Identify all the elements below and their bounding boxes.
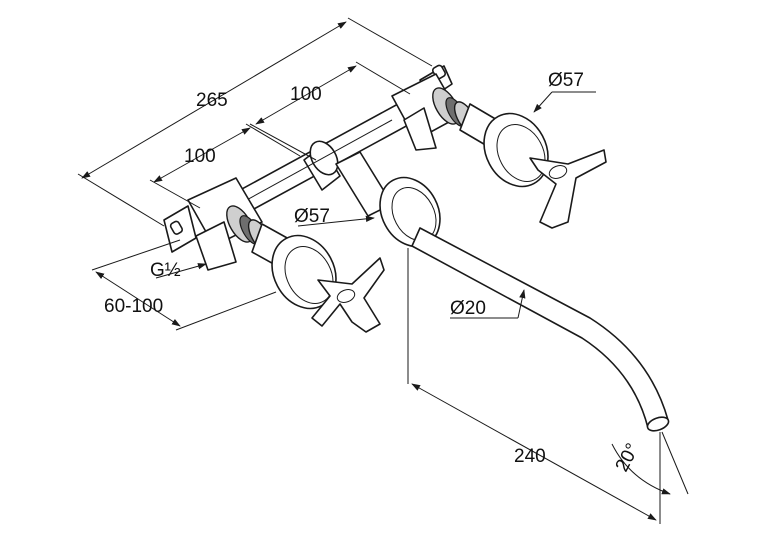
label-spacing-left: 100 [184,146,216,167]
dimension-lines [77,17,689,524]
label-overall-width: 265 [196,90,228,111]
label-spout-diameter: Ø20 [450,298,486,319]
label-wall-depth: 60-100 [104,296,163,317]
label-spout-projection: 240 [514,446,546,467]
label-rosette-diameter: Ø57 [294,206,330,227]
label-spout-angle: 20° [612,440,644,475]
right-valve-handle [432,87,607,229]
left-valve-handle [226,205,385,333]
label-handle-diameter: Ø57 [548,70,584,91]
label-spacing-right: 100 [290,84,322,105]
label-thread: G½ [150,260,181,281]
dimension-labels: 265 100 100 Ø57 Ø57 G½ 60-100 Ø20 240 20… [104,70,644,475]
spout [335,151,670,432]
